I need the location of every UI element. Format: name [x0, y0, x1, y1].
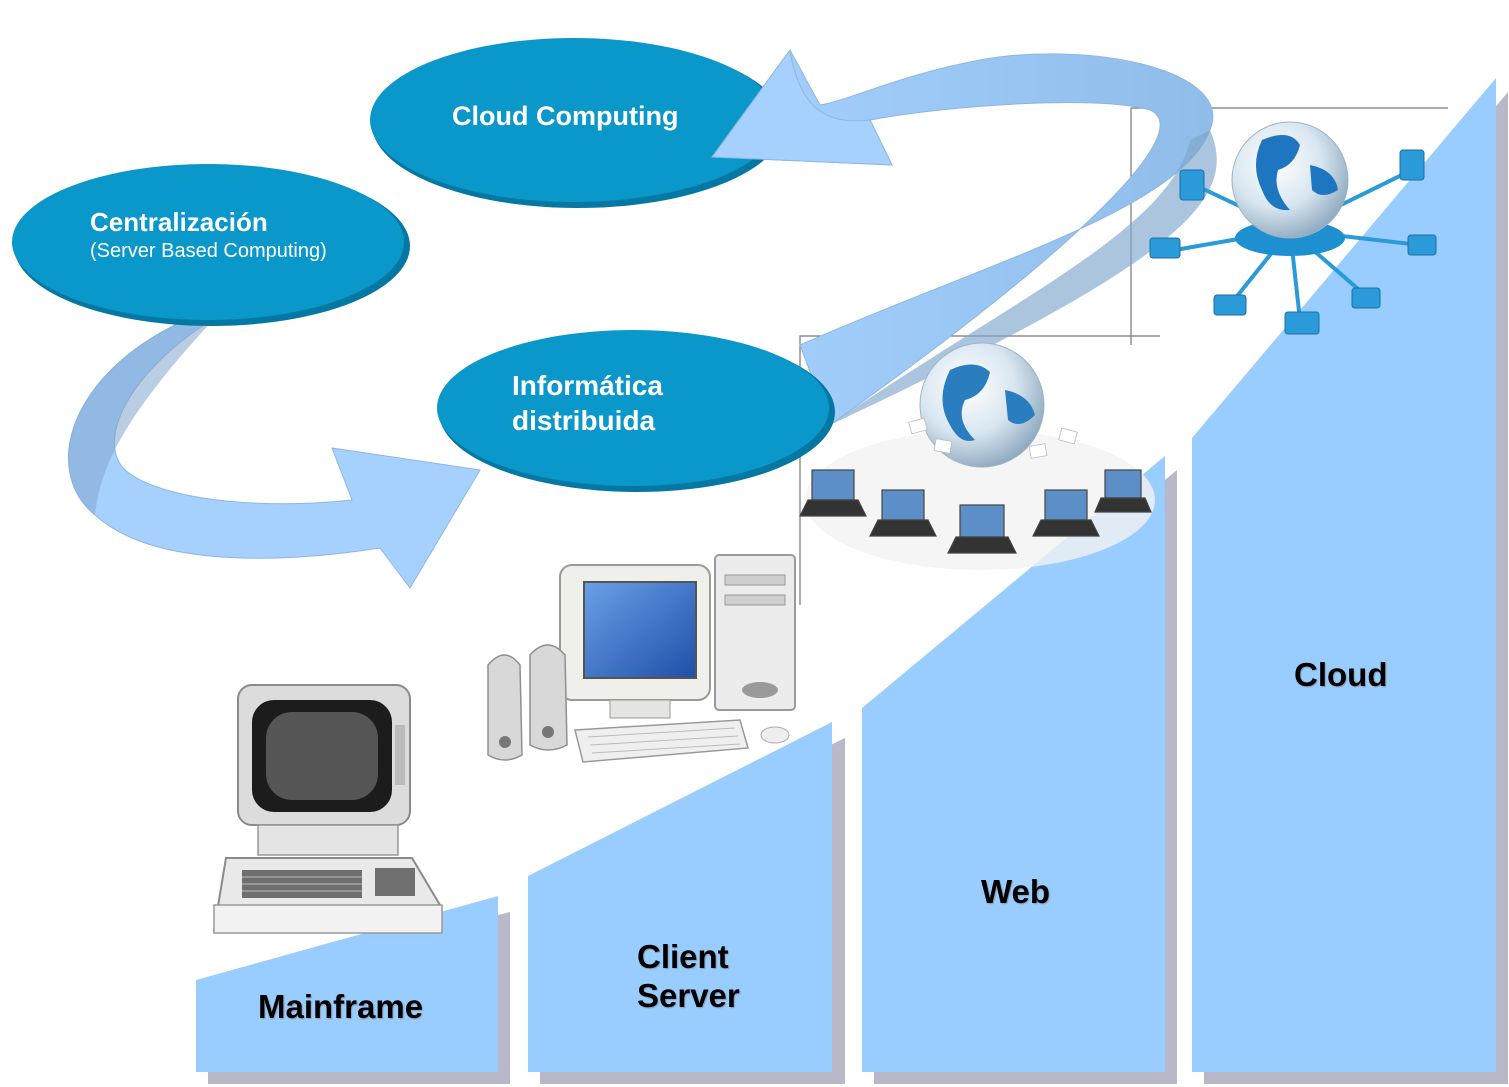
client-server-line-1: Client: [637, 938, 729, 975]
desktop-pc-icon: [487, 554, 796, 763]
web-globe-network-icon: [799, 342, 1155, 570]
centralizacion-subtitle: (Server Based Computing): [90, 239, 327, 262]
informatica-line-2: distribuida: [512, 405, 656, 436]
step-cloud: [1192, 78, 1508, 1084]
mainframe-terminal-icon: [212, 684, 443, 934]
stage-label-cloud: Cloud: [1294, 656, 1388, 693]
step-mainframe: [196, 896, 510, 1084]
centralizacion-label: Centralización (Server Based Computing): [90, 206, 327, 264]
cloud-globe-network-icon: [1149, 121, 1437, 335]
informatica-line-1: Informática: [512, 370, 663, 401]
arrow-to-informatica: [68, 317, 481, 589]
stage-label-web: Web: [981, 873, 1051, 910]
arrow-head-cloud-computing: [711, 48, 893, 166]
oval-centralizacion: [12, 164, 410, 326]
stage-label-client-server: Client Server: [637, 938, 740, 1016]
centralizacion-title: Centralización: [90, 207, 268, 237]
oval-cloud-computing: [370, 38, 784, 208]
cloud-computing-label: Cloud Computing: [452, 100, 678, 134]
step-client-server: [528, 722, 845, 1084]
stage-label-mainframe: Mainframe: [258, 988, 424, 1025]
informatica-distribuida-label: Informática distribuida: [512, 368, 663, 438]
client-server-line-2: Server: [637, 976, 740, 1014]
cloud-computing-title: Cloud Computing: [452, 101, 679, 131]
oval-informatica-distribuida: [437, 330, 835, 492]
step-web: [862, 456, 1177, 1084]
